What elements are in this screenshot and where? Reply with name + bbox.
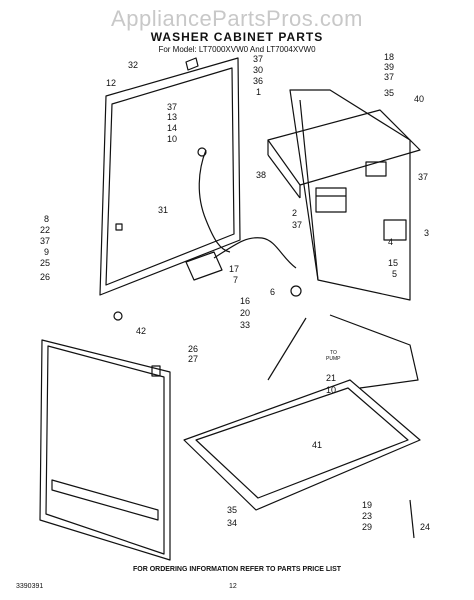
page-number: 12 xyxy=(229,583,237,590)
part-callout: 26 xyxy=(40,272,50,282)
part-callout: 31 xyxy=(158,205,168,215)
part-callout: 7 xyxy=(233,275,238,285)
part-callout: 34 xyxy=(227,518,237,528)
part-callout: 29 xyxy=(362,522,372,532)
timer-switch xyxy=(315,187,347,213)
cabinet-rear-frame xyxy=(99,57,241,296)
console-bracket xyxy=(267,109,421,199)
part-callout: 15 xyxy=(388,258,398,268)
part-callout: 19 xyxy=(362,500,372,510)
hose-clamp xyxy=(197,147,207,157)
part-callout: 40 xyxy=(414,94,424,104)
watermark: AppliancePartsPros.com xyxy=(111,6,363,31)
leveling-leg xyxy=(409,499,415,539)
part-callout: 37 xyxy=(418,172,428,182)
part-callout: 12 xyxy=(106,78,116,88)
part-callout: 21 xyxy=(326,373,336,383)
part-callout: 10 xyxy=(167,134,177,144)
part-callout: 37 xyxy=(167,102,177,112)
part-callout: 9 xyxy=(44,247,49,257)
part-callout: 35 xyxy=(384,88,394,98)
part-callout: 37 xyxy=(40,236,50,246)
part-callout: 17 xyxy=(229,264,239,274)
part-callout: 8 xyxy=(44,214,49,224)
part-callout: 4 xyxy=(388,237,393,247)
part-callout: 32 xyxy=(128,60,138,70)
part-callout: 16 xyxy=(240,296,250,306)
part-callout: 2 xyxy=(292,208,297,218)
part-callout: 39 xyxy=(384,62,394,72)
part-callout: 14 xyxy=(167,123,177,133)
part-callout: 13 xyxy=(167,112,177,122)
model-subtitle: For Model: LT7000XVW0 And LT7004XVW0 xyxy=(158,45,316,54)
part-callout: 41 xyxy=(312,440,322,450)
fill-hose xyxy=(198,149,231,253)
ordering-note: FOR ORDERING INFORMATION REFER TO PARTS … xyxy=(132,566,342,573)
side-panel xyxy=(289,89,411,301)
part-callout: 18 xyxy=(384,52,394,62)
part-callout: 30 xyxy=(253,65,263,75)
part-callout: 25 xyxy=(40,258,50,268)
part-callout: 1 xyxy=(256,87,261,97)
leg-pad xyxy=(151,365,161,377)
part-callout: 37 xyxy=(292,220,302,230)
part-callout: 27 xyxy=(188,354,198,364)
part-callout: 23 xyxy=(362,511,372,521)
part-callout: 5 xyxy=(392,269,397,279)
support-brace xyxy=(267,317,307,381)
front-panel xyxy=(39,339,171,561)
grommet xyxy=(290,285,302,297)
part-callout: 10 xyxy=(326,385,336,395)
diagram-title: WASHER CABINET PARTS xyxy=(150,30,324,44)
part-callout: 37 xyxy=(384,72,394,82)
panel-clip xyxy=(115,223,123,231)
part-callout: 36 xyxy=(253,76,263,86)
lid-hinge xyxy=(185,57,199,71)
part-callout: 37 xyxy=(253,54,263,64)
part-callout: 20 xyxy=(240,308,250,318)
screw xyxy=(113,311,123,321)
part-callout: 35 xyxy=(227,505,237,515)
part-callout: 22 xyxy=(40,225,50,235)
base-frame xyxy=(183,379,421,511)
drain-hose xyxy=(329,314,419,389)
pump-note-line1: TO xyxy=(330,350,337,356)
part-callout: 6 xyxy=(270,287,275,297)
document-code: 3390391 xyxy=(16,583,44,590)
part-callout: 26 xyxy=(188,344,198,354)
part-callout: 38 xyxy=(256,170,266,180)
water-valve xyxy=(185,237,297,281)
part-callout: 42 xyxy=(136,326,146,336)
part-callout: 3 xyxy=(424,228,429,238)
part-callout: 24 xyxy=(420,522,430,532)
pump-note-line2: PUMP xyxy=(326,356,341,362)
part-callout: 33 xyxy=(240,320,250,330)
